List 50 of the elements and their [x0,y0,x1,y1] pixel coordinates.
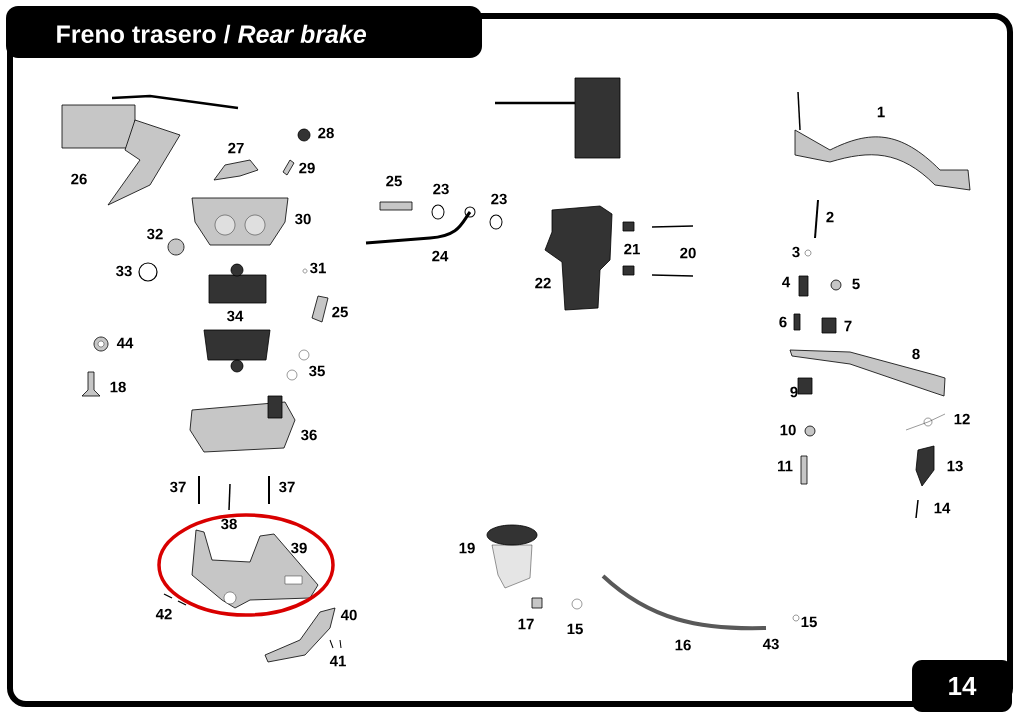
callout-number: 5 [852,278,860,290]
callout-number: 17 [518,618,534,630]
callout-number: 12 [954,413,970,425]
callout-number: 15 [567,623,583,635]
callout-number: 16 [675,639,691,651]
callout-number: 1 [877,106,885,118]
callout-number: 29 [299,162,315,174]
callout-number: 25 [332,306,348,318]
callout-number: 24 [432,250,449,262]
callout-number: 27 [228,142,244,154]
callout-number: 35 [309,365,325,377]
callout-number: 9 [790,386,798,398]
callout-number: 10 [780,424,796,436]
page-number: 14 [912,660,1012,712]
callout-number: 19 [459,542,475,554]
callout-number: 32 [147,228,163,240]
callout-number: 37 [279,481,295,493]
callout-number: 44 [116,337,134,349]
callout-number: 11 [778,460,793,472]
callout-number: 6 [779,316,787,328]
callout-number: 20 [680,247,696,259]
callout-number: 22 [535,277,551,289]
callout-number: 23 [433,183,449,195]
callout-number: 43 [762,638,779,650]
callout-number: 42 [155,608,172,620]
callout-number: 23 [491,193,507,205]
callout-number: 36 [301,429,317,441]
callout-number: 30 [295,213,311,225]
title-banner: Freno trasero / Rear brake [6,6,482,58]
callout-number: 21 [624,243,640,255]
callout-number: 40 [340,609,357,621]
callout-number: 4 [782,276,791,288]
callout-number: 31 [310,262,326,274]
callout-number: 39 [291,542,307,554]
callout-number: 8 [912,348,920,360]
callout-number: 28 [318,127,334,139]
callout-number: 13 [947,460,963,472]
callout-number: 14 [934,502,951,514]
callout-number: 37 [170,481,186,493]
callout-number: 33 [116,265,132,277]
callout-number: 18 [110,381,126,393]
callout-number: 2 [826,211,834,223]
callout-number: 3 [792,246,800,258]
callout-number: 7 [844,320,852,332]
callout-number: 41 [329,655,346,667]
callout-number: 34 [227,310,244,322]
callout-number: 25 [386,175,402,187]
callout-number: 15 [801,616,817,628]
callout-number: 38 [221,518,237,530]
callout-number: 26 [71,173,87,185]
